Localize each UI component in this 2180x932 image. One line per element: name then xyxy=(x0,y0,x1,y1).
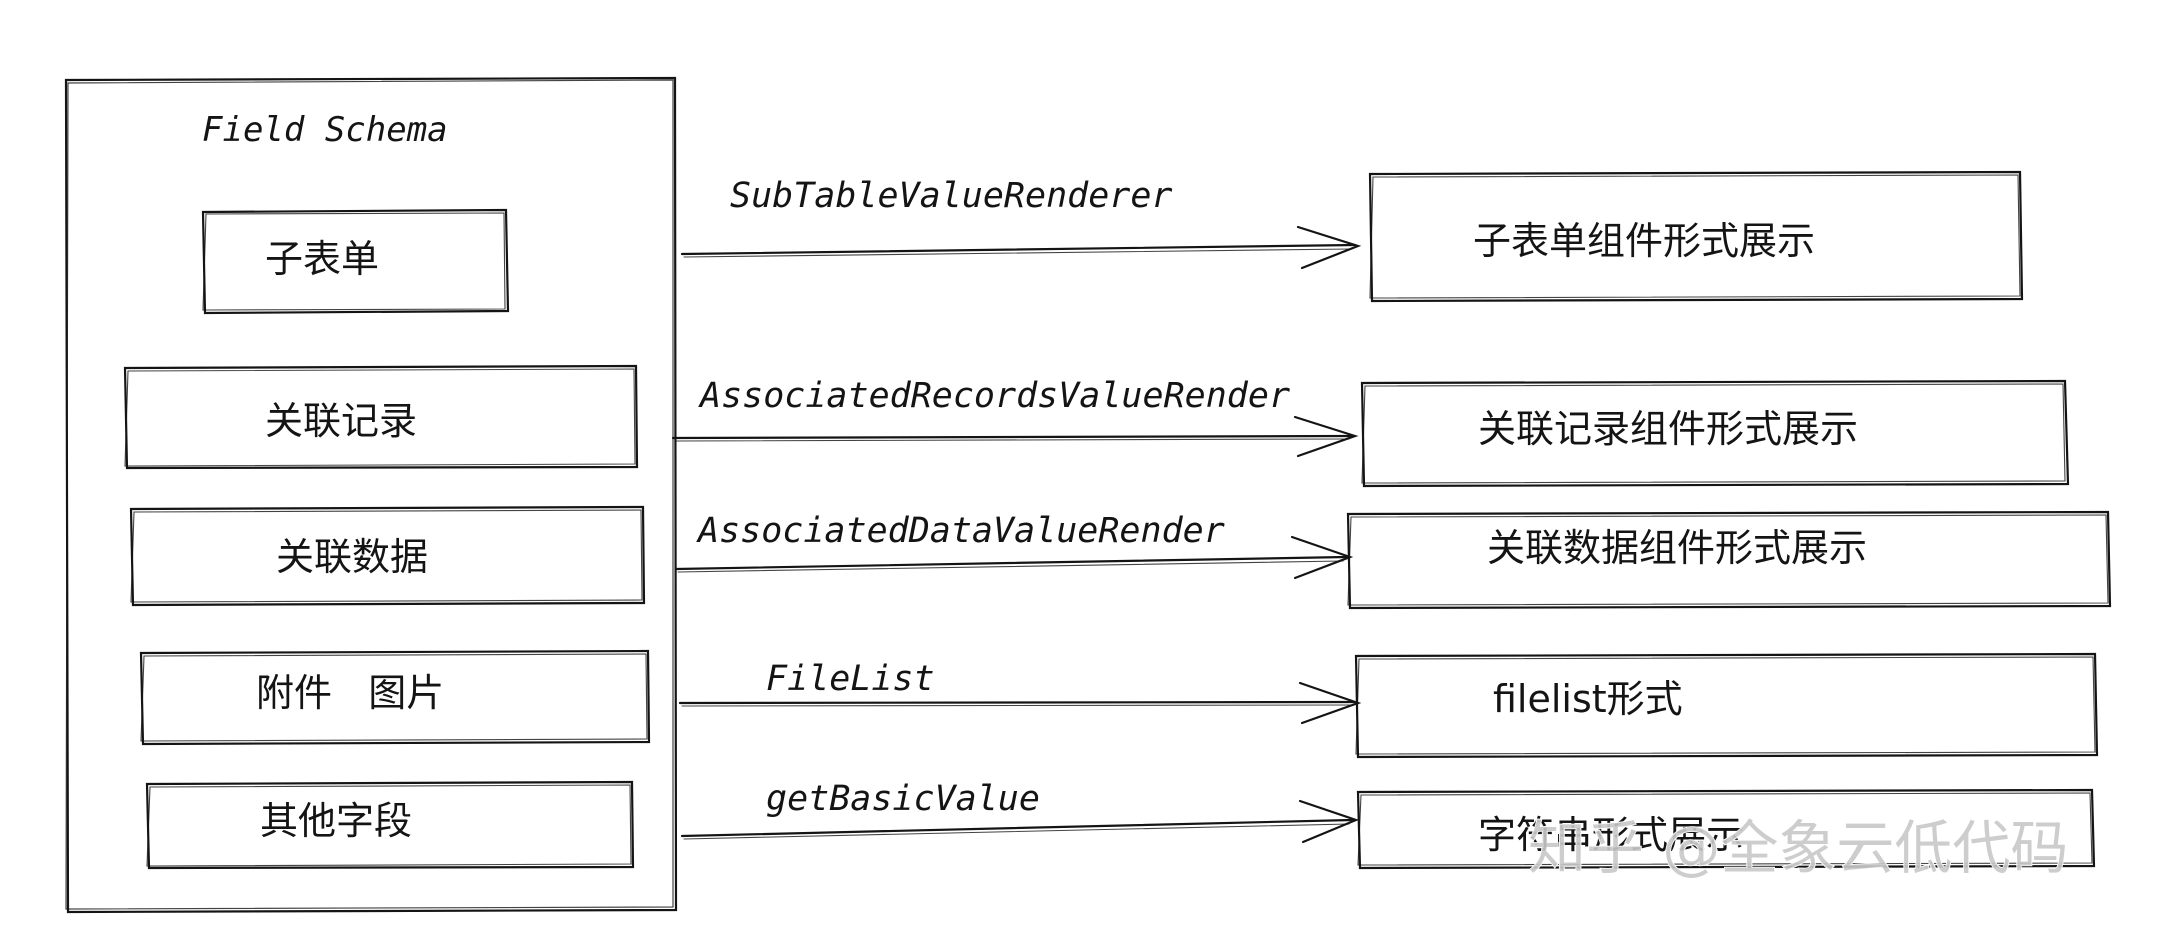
field-label-associated-records: 关联记录 xyxy=(265,399,417,443)
renderer-label-associated-data: AssociatedDataValueRender xyxy=(696,511,1225,551)
renderer-label-basic-value: getBasicValue xyxy=(766,779,1040,819)
renderer-label-filelist: FileList xyxy=(766,659,935,699)
field-box-associated-records xyxy=(123,364,639,470)
arrow-basic-value xyxy=(680,799,1360,844)
arrow-associated-records xyxy=(671,415,1359,458)
schema-title: Field Schema xyxy=(202,110,448,150)
field-box-other-fields xyxy=(145,780,635,870)
output-box-basic-value xyxy=(1356,788,2096,870)
field-label-attachment-image: 附件 图片 xyxy=(256,671,444,715)
field-box-subtable xyxy=(201,208,510,315)
output-box-subtable xyxy=(1368,170,2024,303)
output-label-basic-value: 字符串形式展示 xyxy=(1478,813,1744,857)
renderer-label-associated-records: AssociatedRecordsValueRender xyxy=(698,376,1290,416)
output-label-filelist: filelist形式 xyxy=(1493,677,1683,721)
output-box-associated-records xyxy=(1360,379,2070,488)
output-label-associated-records: 关联记录组件形式展示 xyxy=(1478,407,1858,451)
renderer-label-subtable: SubTableValueRenderer xyxy=(730,176,1173,216)
field-box-associated-data xyxy=(129,505,646,607)
output-label-associated-data: 关联数据组件形式展示 xyxy=(1487,526,1867,570)
field-label-other-fields: 其他字段 xyxy=(260,799,412,843)
output-box-associated-data xyxy=(1346,510,2112,610)
field-box-attachment-image xyxy=(139,649,651,746)
field-schema-container xyxy=(64,76,678,914)
field-label-subtable: 子表单 xyxy=(265,237,379,281)
arrow-subtable xyxy=(680,225,1362,270)
output-box-filelist xyxy=(1354,652,2099,759)
zhihu-watermark: 知乎 @全象云低代码 xyxy=(1528,814,2068,882)
output-label-subtable: 子表单组件形式展示 xyxy=(1473,219,1815,263)
field-label-associated-data: 关联数据 xyxy=(276,535,428,579)
